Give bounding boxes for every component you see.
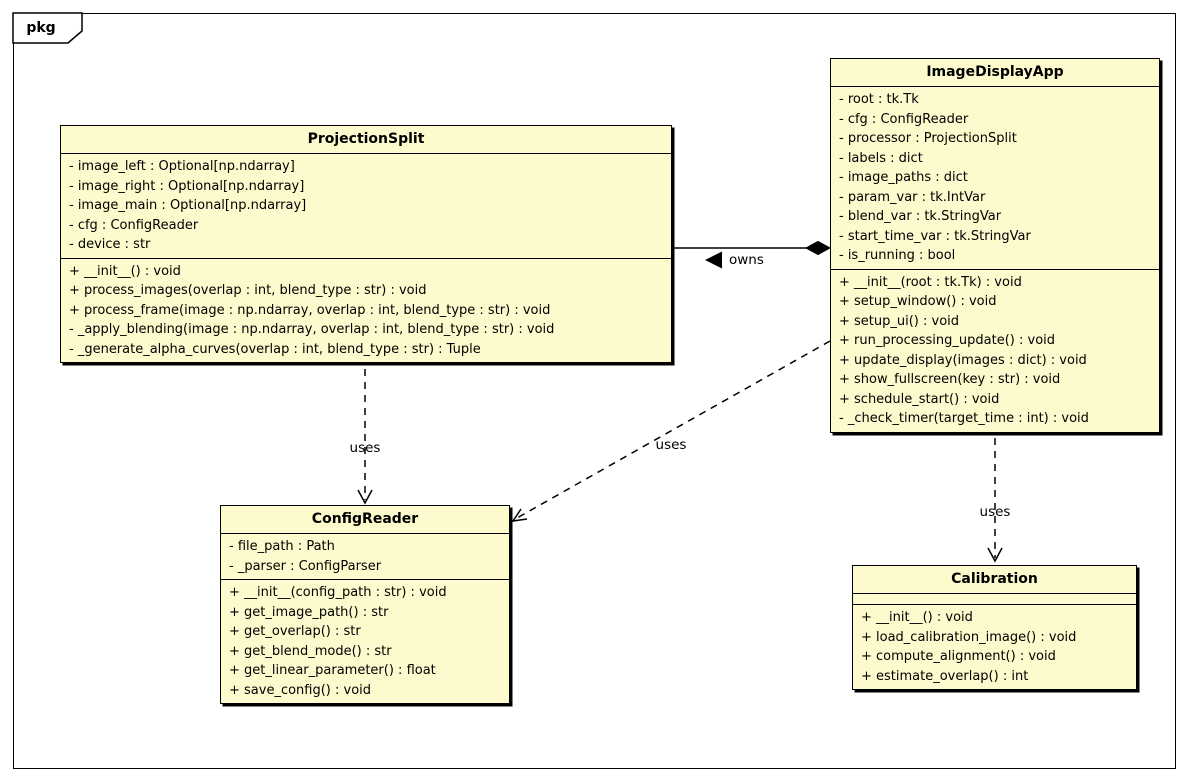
class-calibration: Calibration + __init__() : void + load_ca…	[852, 565, 1137, 690]
class-attribute: - param_var : tk.IntVar	[839, 189, 986, 205]
class-method: - _generate_alpha_curves(overlap : int, …	[69, 341, 481, 357]
class-methods-imagedisplayapp: + __init__(root : tk.Tk) : void + setup_w…	[831, 270, 1159, 432]
class-method: + get_overlap() : str	[229, 624, 361, 639]
class-attributes-projectionsplit: - image_left : Optional[np.ndarray] - ima…	[61, 154, 671, 259]
class-attribute: - blend_var : tk.StringVar	[839, 209, 1002, 224]
class-method: + update_display(images : dict) : void	[839, 352, 1087, 368]
package-tag: pkg	[26, 20, 56, 36]
class-attribute: - is_running : bool	[839, 248, 956, 263]
class-method: + __init__(root : tk.Tk) : void	[839, 274, 1022, 290]
class-attributes-imagedisplayapp: - root : tk.Tk - cfg : ConfigReader - proc…	[831, 87, 1159, 270]
class-method: + process_frame(image : np.ndarray, over…	[69, 302, 551, 318]
class-method: + show_fullscreen(key : str) : void	[839, 372, 1061, 387]
class-method: + __init__() : void	[861, 610, 973, 625]
class-imagedisplayapp: ImageDisplayApp - root : tk.Tk - cfg : Co…	[830, 58, 1160, 433]
class-method: + compute_alignment() : void	[861, 649, 1056, 664]
class-attribute: - _parser : ConfigParser	[229, 558, 382, 574]
class-attribute: - cfg : ConfigReader	[839, 111, 969, 127]
class-method: + __init__() : void	[69, 263, 181, 279]
class-method: + save_config() : void	[229, 682, 372, 698]
class-method: + setup_ui() : void	[839, 313, 960, 329]
class-attributes-configreader: - file_path : Path - _parser : ConfigPars…	[221, 534, 509, 580]
class-method: + __init__(config_path : str) : void	[229, 585, 447, 600]
class-method: - _check_timer(target_time : int) : void	[839, 411, 1089, 426]
class-title-imagedisplayapp: ImageDisplayApp	[831, 59, 1159, 87]
class-projectionsplit: ProjectionSplit - image_left : Optional[…	[60, 125, 672, 363]
edge-label-uses-imagedisplayapp-calibration: uses	[979, 504, 1011, 520]
class-method: + estimate_overlap() : int	[861, 668, 1029, 684]
class-attribute: - file_path : Path	[229, 539, 335, 554]
class-title-calibration: Calibration	[853, 566, 1136, 594]
edge-label-uses-projectionsplit-configreader: uses	[349, 440, 381, 456]
class-attribute: - root : tk.Tk	[839, 92, 919, 107]
class-configreader: ConfigReader - file_path : Path - _parser…	[220, 505, 510, 704]
class-attribute: - labels : dict	[839, 150, 923, 166]
class-attribute: - processor : ProjectionSplit	[839, 131, 1017, 146]
class-attribute: - cfg : ConfigReader	[69, 217, 199, 233]
edge-label-uses-imagedisplayapp-configreader: uses	[655, 437, 687, 453]
class-method: + load_calibration_image() : void	[861, 629, 1077, 645]
class-methods-projectionsplit: + __init__() : void + process_images(over…	[61, 259, 671, 363]
class-attribute: - image_left : Optional[np.ndarray]	[69, 159, 295, 174]
class-method: + get_blend_mode() : str	[229, 643, 392, 659]
class-attribute: - device : str	[69, 237, 151, 252]
class-attributes-calibration	[853, 594, 1136, 605]
class-method: + setup_window() : void	[839, 294, 997, 309]
class-method: - _apply_blending(image : np.ndarray, ov…	[69, 322, 555, 337]
class-method: + process_images(overlap : int, blend_ty…	[69, 283, 427, 298]
package-frame	[13, 13, 1176, 769]
class-methods-configreader: + __init__(config_path : str) : void + ge…	[221, 580, 509, 703]
class-method: + get_linear_parameter() : float	[229, 663, 436, 678]
class-methods-calibration: + __init__() : void + load_calibration_im…	[853, 605, 1136, 689]
class-title-configreader: ConfigReader	[221, 506, 509, 534]
edge-label-owns: owns	[729, 252, 764, 268]
class-method: + run_processing_update() : void	[839, 333, 1056, 348]
class-attribute: - image_paths : dict	[839, 170, 968, 185]
class-method: + schedule_start() : void	[839, 391, 1000, 407]
class-attribute: - image_main : Optional[np.ndarray]	[69, 198, 307, 213]
class-title-projectionsplit: ProjectionSplit	[61, 126, 671, 154]
class-attribute: - image_right : Optional[np.ndarray]	[69, 178, 305, 194]
class-attribute: - start_time_var : tk.StringVar	[839, 228, 1031, 244]
class-method: + get_image_path() : str	[229, 604, 389, 620]
